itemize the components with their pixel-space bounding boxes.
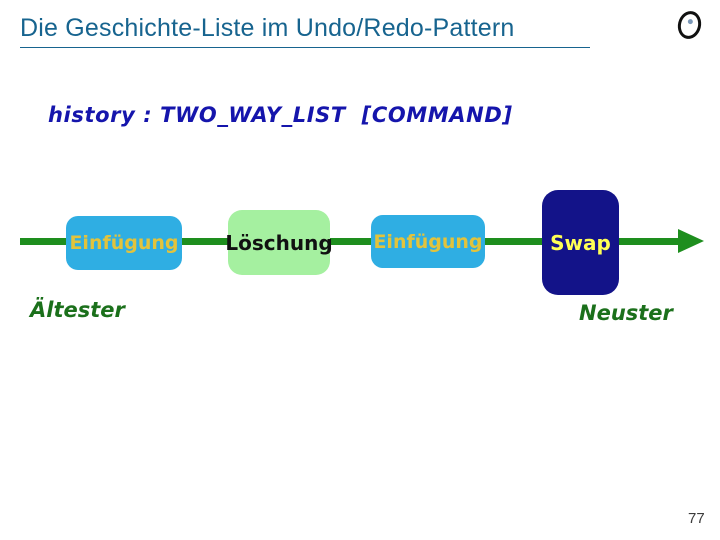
timeline-arrow-line: [20, 238, 680, 245]
timeline-node-swap: Swap: [542, 190, 619, 295]
history-declaration: history : TWO_WAY_LIST [COMMAND]: [48, 103, 513, 127]
circle-dot-logo-icon: [674, 8, 705, 42]
page-number: 77: [688, 510, 705, 527]
newest-label: Neuster: [579, 301, 673, 325]
page-title: Die Geschichte-Liste im Undo/Redo-Patter…: [20, 14, 515, 42]
oldest-label: Ältester: [30, 298, 125, 322]
timeline-node-insertion-1: Einfügung: [66, 216, 182, 270]
timeline-node-insertion-2: Einfügung: [371, 215, 485, 268]
logo-dot: [687, 18, 694, 25]
title-underline: [20, 47, 590, 48]
timeline-node-deletion: Löschung: [225, 210, 333, 275]
timeline-arrowhead-icon: [678, 229, 704, 253]
